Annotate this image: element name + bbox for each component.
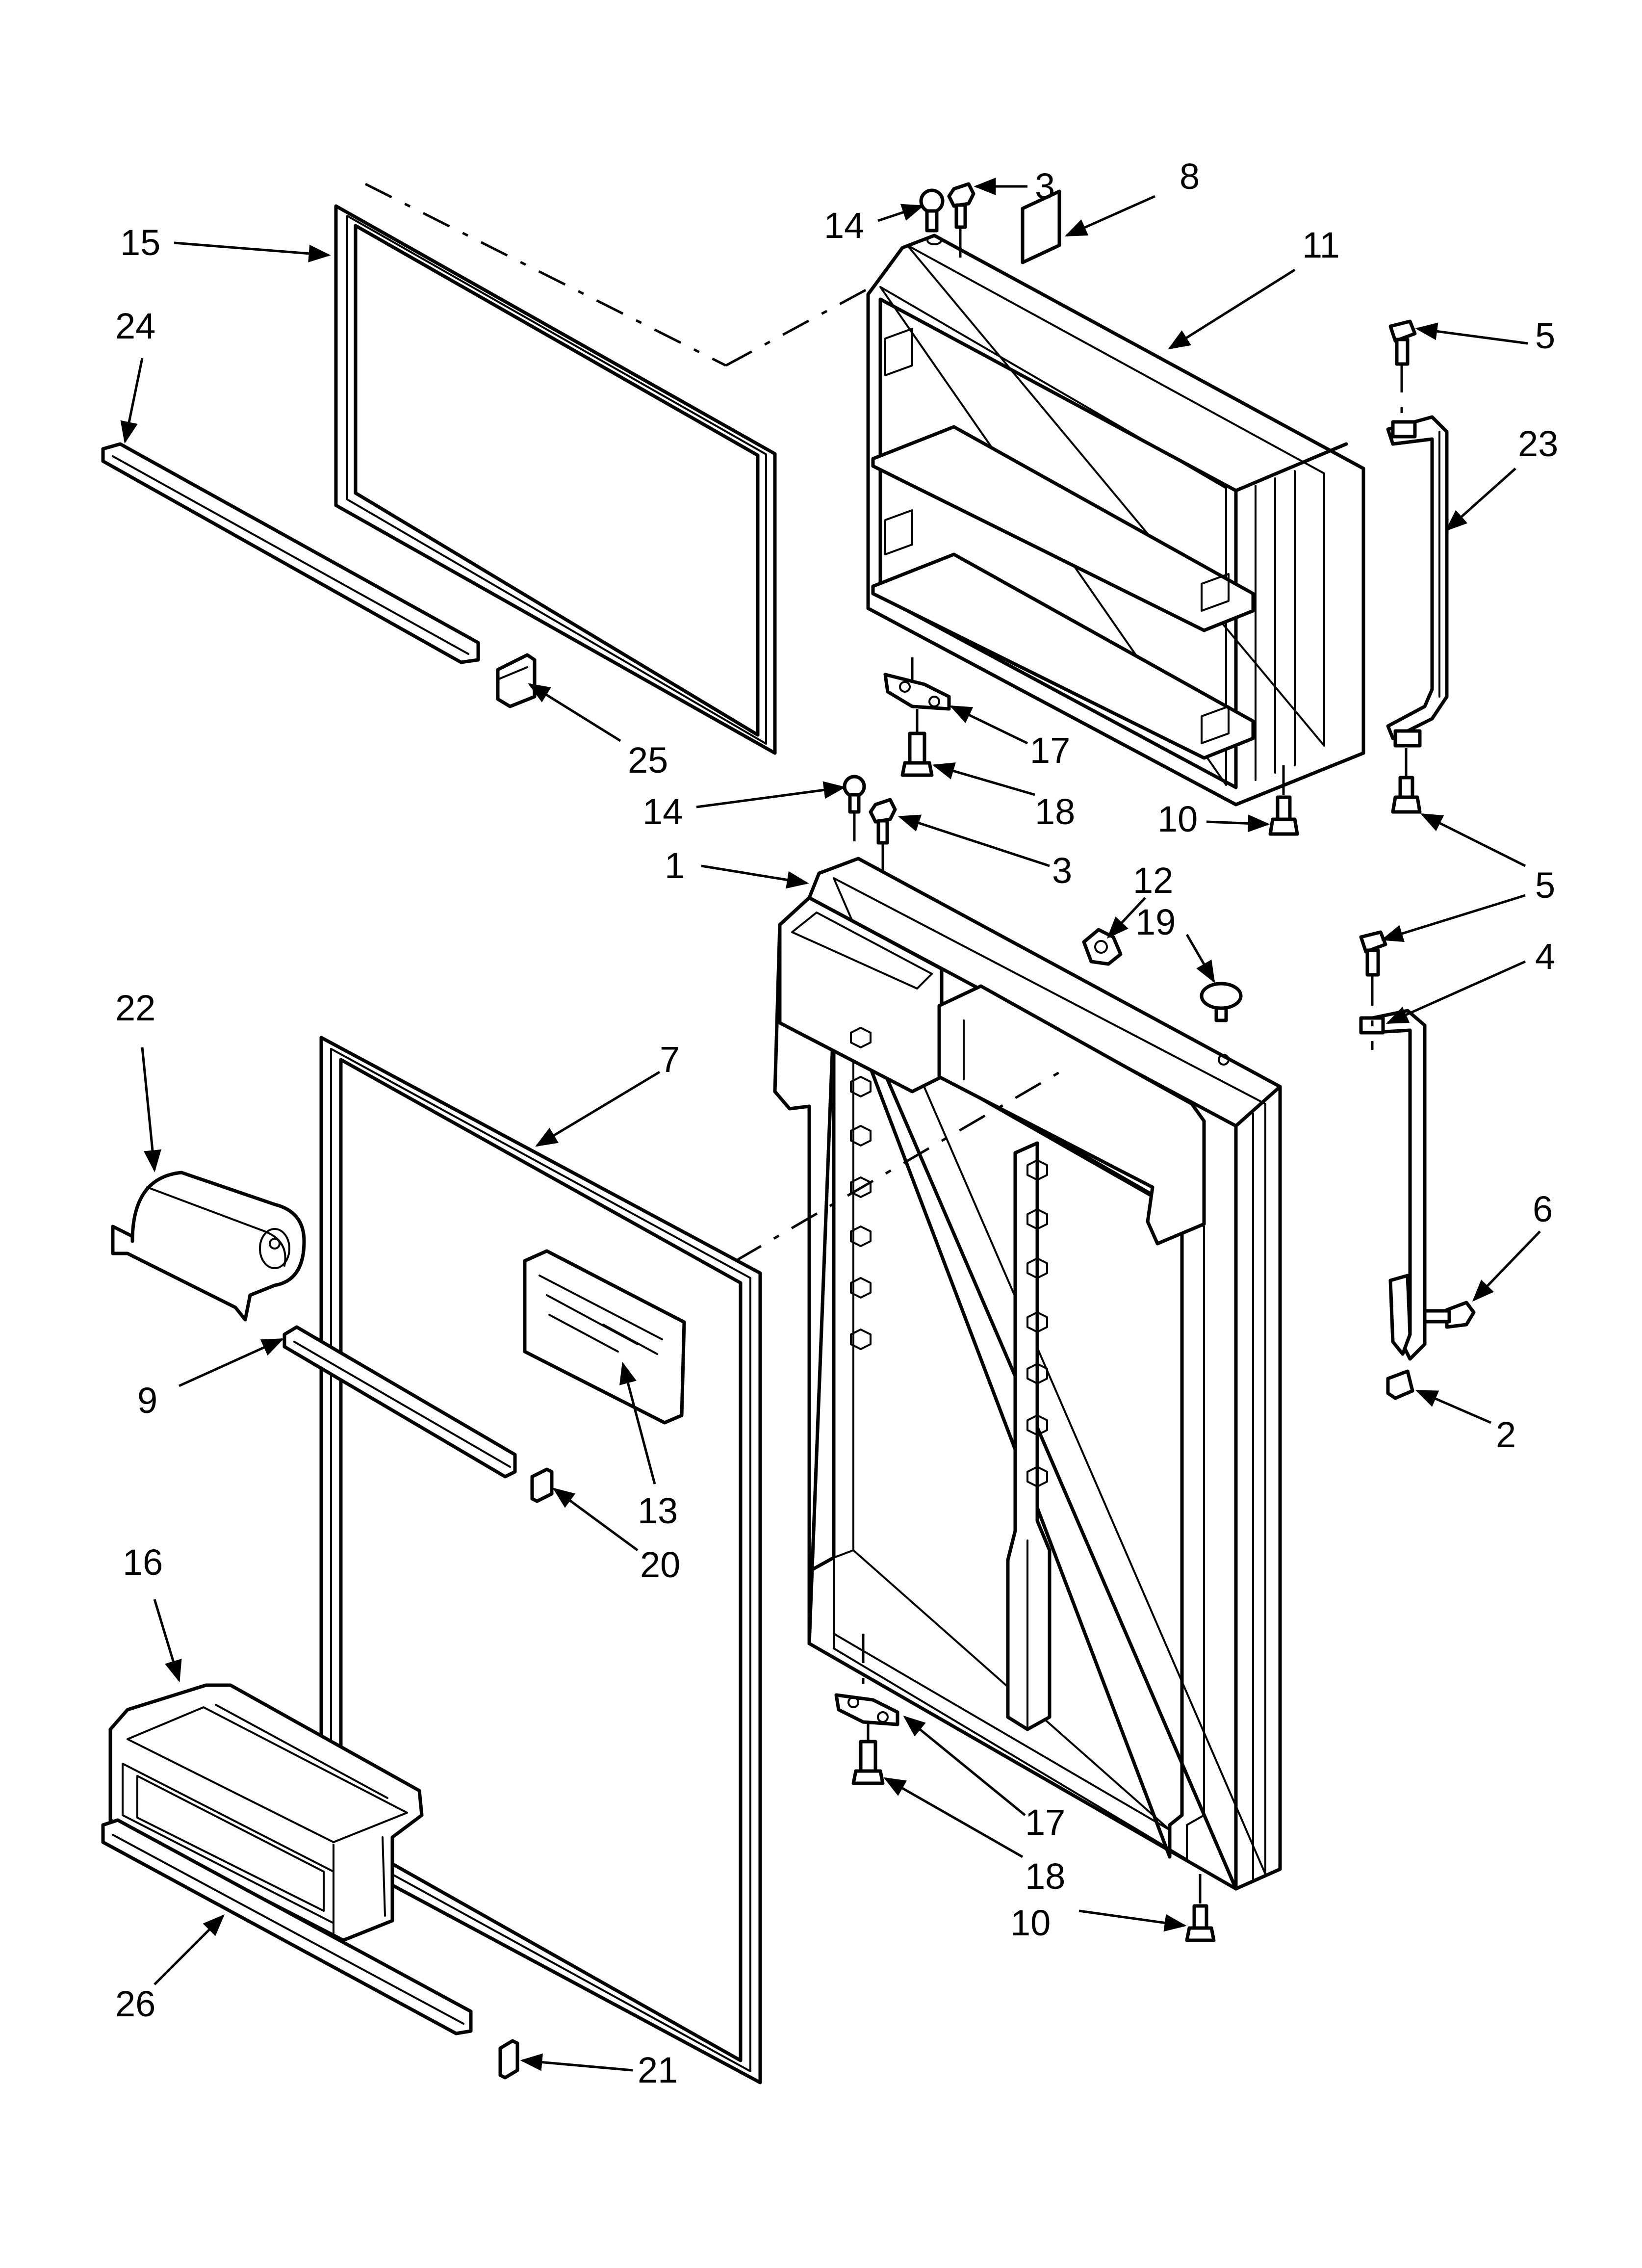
freezer-trim-bar xyxy=(101,442,480,664)
callout-17-top: 17 xyxy=(1030,730,1070,771)
freezer-hinge-screw xyxy=(1268,765,1299,836)
callout-11: 11 xyxy=(1302,225,1340,265)
callout-14-mid: 14 xyxy=(642,791,683,832)
callout-13: 13 xyxy=(638,1490,678,1531)
leader-lines xyxy=(120,178,1541,2072)
callout-20: 20 xyxy=(640,1544,680,1585)
lower-door-stop-bracket xyxy=(834,1634,1216,1942)
freezer-trim-end-cap xyxy=(496,653,537,708)
callout-numbers: 15 24 25 14 3 8 11 5 23 17 18 10 14 3 1 … xyxy=(115,156,1558,2090)
freezer-door-gasket xyxy=(334,182,913,755)
callout-21: 21 xyxy=(638,2050,678,2090)
callout-16: 16 xyxy=(123,1542,163,1583)
fresh-food-door xyxy=(735,857,1282,1891)
callout-15: 15 xyxy=(120,222,160,263)
fresh-food-door-gasket xyxy=(319,1036,762,2085)
callout-24: 24 xyxy=(115,306,155,346)
callout-22: 22 xyxy=(115,988,155,1028)
callout-10-top: 10 xyxy=(1157,799,1198,839)
bin-trim-bar xyxy=(101,1818,519,2080)
mid-plug-and-screw xyxy=(843,775,897,878)
callout-6: 6 xyxy=(1533,1189,1553,1229)
callout-2: 2 xyxy=(1496,1414,1516,1455)
callout-23: 23 xyxy=(1518,423,1558,464)
utility-compartment-door xyxy=(523,1249,686,1425)
callout-5-mid: 5 xyxy=(1535,865,1555,906)
callout-8: 8 xyxy=(1180,156,1200,197)
freezer-door xyxy=(866,234,1365,807)
callout-9: 9 xyxy=(137,1380,157,1421)
label-plate xyxy=(1021,189,1061,264)
callout-17-bottom: 17 xyxy=(1025,1802,1065,1843)
callout-14-top: 14 xyxy=(824,205,864,246)
callout-3-mid: 3 xyxy=(1052,850,1072,891)
callout-18-bottom: 18 xyxy=(1025,1856,1065,1897)
callout-5-top: 5 xyxy=(1535,315,1555,356)
fresh-food-door-handle xyxy=(1359,930,1476,1400)
callout-7: 7 xyxy=(660,1039,680,1080)
top-plug-and-screw xyxy=(919,182,975,260)
freezer-door-handle xyxy=(1386,319,1449,814)
dairy-compartment-door xyxy=(111,1171,306,1322)
callout-19: 19 xyxy=(1135,902,1176,942)
callout-18-top: 18 xyxy=(1035,791,1075,832)
callout-26: 26 xyxy=(115,1983,155,2024)
callout-3-top: 3 xyxy=(1035,166,1055,207)
upper-door-stop-bracket xyxy=(883,657,951,777)
door-shelf-trim xyxy=(282,1325,554,1503)
callout-4: 4 xyxy=(1535,936,1555,977)
callout-10-bottom: 10 xyxy=(1010,1903,1051,1943)
callout-1: 1 xyxy=(665,845,685,886)
callout-25: 25 xyxy=(628,740,668,781)
callout-12: 12 xyxy=(1133,860,1173,901)
